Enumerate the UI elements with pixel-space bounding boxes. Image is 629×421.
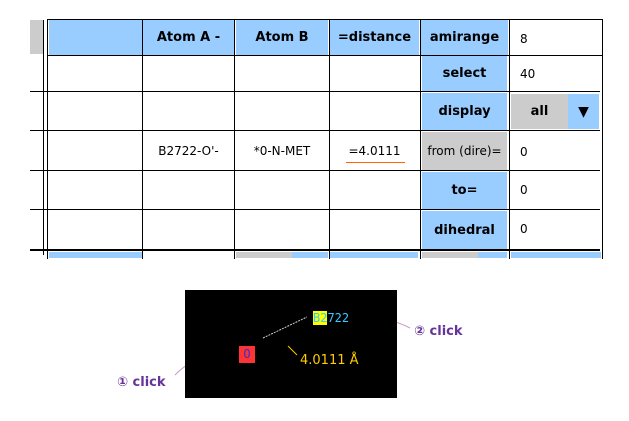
atom-o-label[interactable]: O: [239, 346, 255, 363]
bond-line: [262, 316, 308, 356]
distance-underline: [346, 162, 405, 163]
atom-a-value: B2722-O'-: [158, 143, 219, 158]
step2-annotation: ② click: [414, 324, 463, 339]
next-row-cell: [330, 252, 418, 258]
from-label: from (dire)=: [422, 132, 507, 170]
from-input[interactable]: 0: [520, 145, 528, 159]
next-row-cell: [49, 252, 142, 258]
amirange-input[interactable]: 8: [520, 31, 528, 46]
step1-annotation: ① click: [117, 375, 166, 390]
to-input[interactable]: 0: [520, 183, 528, 197]
display-selected-value: all: [511, 94, 568, 129]
left-gray-tab: [30, 20, 44, 54]
next-row-cell: [422, 252, 478, 258]
amirange-label: amirange: [421, 20, 508, 55]
left-scroll-edge: [43, 20, 44, 255]
atom-b2722-label[interactable]: B2722: [313, 311, 349, 326]
header-atom-b: Atom B: [236, 20, 328, 55]
atom-b-value: *0-N-MET: [253, 143, 311, 158]
molecule-viewer[interactable]: O B2722 4.0111 Å: [185, 290, 397, 398]
atom-number: 722: [327, 311, 350, 325]
next-row-cell: [511, 252, 601, 258]
display-dropdown[interactable]: all ▼: [511, 94, 599, 129]
next-row-cell: [236, 252, 292, 258]
distance-readout: 4.0111 Å: [300, 353, 359, 368]
select-label: select: [422, 56, 507, 91]
header-distance: =distance: [330, 20, 419, 55]
next-row-cell: [292, 252, 328, 258]
header-blank: [49, 20, 142, 55]
next-row-cell: [478, 252, 507, 258]
dihedral-input[interactable]: 0: [520, 222, 528, 236]
atom-highlight: B2: [313, 311, 328, 325]
header-atom-a: Atom A -: [143, 20, 234, 55]
chevron-down-icon[interactable]: ▼: [568, 94, 599, 129]
select-input[interactable]: 40: [520, 66, 536, 81]
display-label: display: [422, 93, 507, 130]
to-label: to=: [422, 172, 507, 209]
dihedral-label: dihedral: [422, 211, 507, 249]
distance-value: =4.0111: [348, 143, 401, 158]
